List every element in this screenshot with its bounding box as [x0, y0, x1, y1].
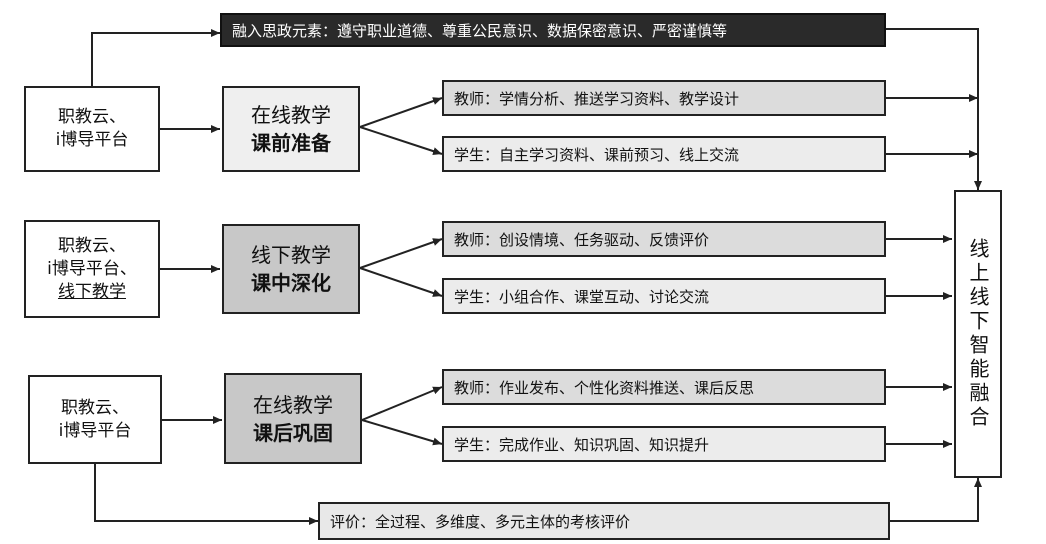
arrow-platform3-to-evaluation [94, 464, 318, 525]
phase-box-1: 在线教学 课前准备 [222, 86, 360, 172]
arrow-platform1-to-banner [91, 29, 220, 86]
arrow-phase2-student [359, 267, 443, 297]
platform-box-1: 职教云、 i博导平台 [24, 86, 160, 172]
arrow-banner-to-fusion [886, 28, 982, 190]
arrow-phase3-teacher [361, 386, 443, 421]
platform-line: 职教云、 [60, 397, 129, 418]
phase-box-2: 线下教学 课中深化 [222, 224, 360, 314]
arrow-phase1-student [359, 126, 443, 155]
student-text: 学生：完成作业、知识巩固、知识提升 [454, 435, 710, 454]
student-text: 学生：自主学习资料、课前预习、线上交流 [454, 145, 740, 164]
student-box-2: 学生：小组合作、课堂互动、讨论交流 [442, 278, 886, 314]
student-box-1: 学生：自主学习资料、课前预习、线上交流 [442, 136, 886, 172]
phase-mode: 在线教学 [253, 392, 333, 417]
platform-box-2: 职教云、 i博导平台、 线下教学 [24, 220, 160, 318]
teacher-text: 教师：创设情境、任务驱动、反馈评价 [454, 230, 710, 249]
phase-box-3: 在线教学 课后巩固 [224, 373, 362, 464]
phase-stage: 课后巩固 [253, 420, 333, 445]
ideology-banner: 融入思政元素：遵守职业道德、尊重公民意识、数据保密意识、严密谨慎等 [220, 13, 886, 47]
platform-line: 线下教学 [57, 281, 126, 302]
arrow-evaluation-to-fusion [890, 478, 982, 522]
phase-mode: 线下教学 [251, 243, 331, 267]
teacher-box-2: 教师：创设情境、任务驱动、反馈评价 [442, 221, 886, 257]
arrow-phase2-teacher [359, 238, 443, 269]
evaluation-text: 评价：全过程、多维度、多元主体的考核评价 [330, 512, 631, 531]
platform-line: i博导平台 [58, 420, 132, 441]
platform-box-3: 职教云、 i博导平台 [28, 375, 162, 464]
phase-stage: 课中深化 [251, 271, 331, 295]
platform-line: 职教云、 [57, 107, 126, 127]
arrow-phase1-teacher [359, 97, 443, 128]
platform-line: 职教云、 [57, 235, 126, 256]
teacher-box-3: 教师：作业发布、个性化资料推送、课后反思 [442, 369, 886, 405]
arrow-phase3-student [361, 419, 443, 446]
teacher-text: 教师：学情分析、推送学习资料、教学设计 [454, 89, 740, 108]
phase-stage: 课前准备 [251, 131, 331, 155]
ideology-banner-text: 融入思政元素：遵守职业道德、尊重公民意识、数据保密意识、严密谨慎等 [232, 21, 728, 40]
teacher-box-1: 教师：学情分析、推送学习资料、教学设计 [442, 80, 886, 116]
student-text: 学生：小组合作、课堂互动、讨论交流 [454, 287, 710, 306]
phase-mode: 在线教学 [251, 103, 331, 127]
platform-line: i博导平台、 [47, 258, 137, 279]
fusion-box: 线上线下智能融合 [954, 190, 1002, 478]
platform-line: i博导平台 [55, 130, 129, 150]
teacher-text: 教师：作业发布、个性化资料推送、课后反思 [454, 378, 755, 397]
fusion-text: 线上线下智能融合 [966, 238, 990, 430]
student-box-3: 学生：完成作业、知识巩固、知识提升 [442, 426, 886, 462]
evaluation-box: 评价：全过程、多维度、多元主体的考核评价 [318, 502, 890, 540]
